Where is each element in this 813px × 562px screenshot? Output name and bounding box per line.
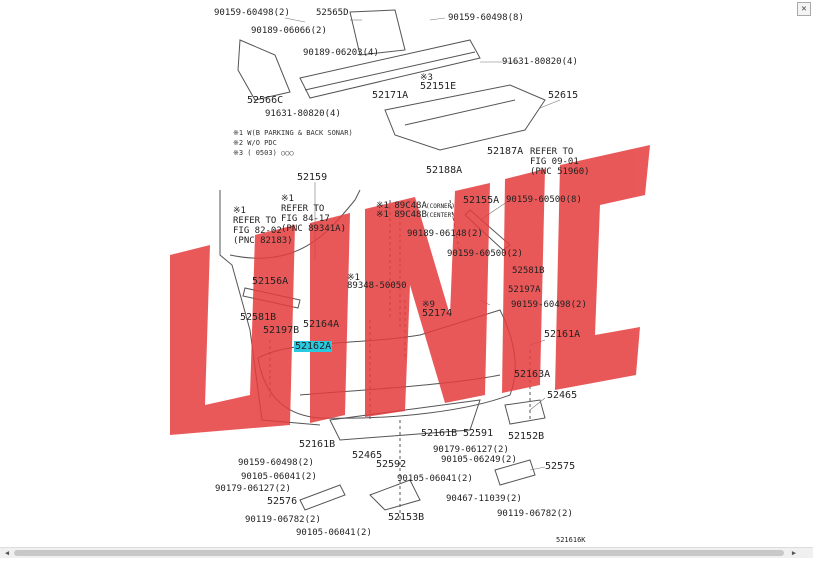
reference-line: FIG 84-17 <box>281 214 330 224</box>
reference-note: REFER TO FIG 09-01 (PNC 51960) <box>530 147 590 177</box>
reference-note: ※1 REFER TO FIG 84-17 (PNC 89341A) <box>281 194 346 234</box>
part-label[interactable]: 52163A <box>514 369 551 380</box>
part-label[interactable]: 90119-06782(2) <box>497 509 573 519</box>
part-label[interactable]: 52164A <box>303 319 340 330</box>
part-label[interactable]: 52565D <box>316 8 349 18</box>
part-label[interactable]: 52581B <box>240 312 277 323</box>
part-label[interactable]: ※1 89C48A <box>376 201 427 211</box>
reference-line: REFER TO <box>281 204 325 214</box>
part-label[interactable]: 52566C <box>247 95 284 106</box>
part-label[interactable]: 90105-06041(2) <box>397 474 473 484</box>
part-label[interactable]: 90189-06066(2) <box>251 26 327 36</box>
reference-line: ※1 <box>233 206 246 216</box>
part-label[interactable]: 89348-50050 <box>347 281 407 291</box>
note-marker: ※9 <box>422 300 435 310</box>
footnote: ※3 ( 0503) ○○○ <box>233 149 294 157</box>
part-label[interactable]: 90159-60498(8) <box>448 13 524 23</box>
part-label[interactable]: 90467-11039(2) <box>446 494 522 504</box>
part-label[interactable]: 52155A <box>463 195 500 206</box>
part-label[interactable]: 52581B <box>512 266 545 276</box>
part-label[interactable]: ※1 89C48B <box>376 210 427 220</box>
part-label[interactable]: 90189-06203(4) <box>303 48 379 58</box>
part-label[interactable]: 52151E <box>420 81 457 92</box>
arrow-right-icon[interactable]: ▶ <box>791 549 797 557</box>
part-label[interactable]: 90105-06249(2) <box>441 455 517 465</box>
part-label[interactable]: 52188A <box>426 165 463 176</box>
reference-note: ※1 REFER TO FIG 82-02 (PNC 82183) <box>233 206 293 246</box>
figure-code: 521616K <box>556 536 586 544</box>
part-label[interactable]: 90119-06782(2) <box>245 515 321 525</box>
part-label[interactable]: 52591 <box>463 428 494 439</box>
note-marker: ※3 <box>420 73 433 83</box>
part-label[interactable]: 90179-06127(2) <box>433 445 509 455</box>
reference-line: ※1 <box>281 194 294 204</box>
scrollbar-thumb[interactable] <box>14 550 784 556</box>
part-label[interactable]: 52156A <box>252 276 289 287</box>
reference-line: REFER TO <box>233 216 277 226</box>
part-label[interactable]: 90159-60498(2) <box>214 8 290 18</box>
part-label[interactable]: 52576 <box>267 496 298 507</box>
reference-line: (PNC 82183) <box>233 236 293 246</box>
part-label[interactable]: 90105-06041(2) <box>296 528 372 538</box>
part-label[interactable]: 52171A <box>372 90 409 101</box>
part-note: (CENTER) <box>426 212 455 219</box>
part-label[interactable]: 52615 <box>548 90 579 101</box>
part-label[interactable]: 91631-80820(4) <box>265 109 341 119</box>
part-label[interactable]: 52152B <box>508 431 545 442</box>
part-label[interactable]: 52575 <box>545 461 576 472</box>
horizontal-scrollbar[interactable]: ◀ ▶ <box>0 547 813 558</box>
part-label[interactable]: 52159 <box>297 172 328 183</box>
part-label[interactable]: 52592 <box>376 459 407 470</box>
reference-line: (PNC 89341A) <box>281 224 347 234</box>
part-note: (CORNER) <box>426 203 455 210</box>
part-label[interactable]: 90159-60500(8) <box>506 195 582 205</box>
footnote: ※2 W/O PDC <box>233 139 277 147</box>
part-label[interactable]: 52161B <box>421 428 458 439</box>
part-label[interactable]: 52197B <box>263 325 300 336</box>
footnotes: ※1 W(B PARKING & BACK SONAR) ※2 W/O PDC … <box>233 128 353 158</box>
part-label-highlighted[interactable]: 52162A <box>294 341 333 352</box>
close-icon[interactable]: ✕ <box>797 2 811 16</box>
reference-line: FIG 09-01 <box>530 157 579 167</box>
note-marker: ※1 <box>347 273 360 283</box>
part-label[interactable]: 52161B <box>299 439 336 450</box>
reference-line: REFER TO <box>530 147 574 157</box>
arrow-left-icon[interactable]: ◀ <box>4 549 10 557</box>
reference-line: (PNC 51960) <box>530 167 590 177</box>
part-label[interactable]: 90179-06127(2) <box>215 484 291 494</box>
footnote: ※1 W(B PARKING & BACK SONAR) <box>233 129 353 137</box>
highlighted-part-number[interactable]: 52162A <box>294 341 333 352</box>
part-label[interactable]: 52153B <box>388 512 425 523</box>
part-label[interactable]: 52187A <box>487 146 524 157</box>
part-label[interactable]: 90105-06041(2) <box>241 472 317 482</box>
part-label[interactable]: 90159-60498(2) <box>238 458 314 468</box>
part-label[interactable]: 90189-06148(2) <box>407 229 483 239</box>
part-label[interactable]: 52465 <box>547 390 578 401</box>
part-label[interactable]: 91631-80820(4) <box>502 57 578 67</box>
part-label[interactable]: 52161A <box>544 329 581 340</box>
part-label[interactable]: 52197A <box>508 285 541 295</box>
reference-line: FIG 82-02 <box>233 226 282 236</box>
part-label[interactable]: 52465 <box>352 450 383 461</box>
part-label[interactable]: 52174 <box>422 308 453 319</box>
part-label[interactable]: 90159-60500(2) <box>447 249 523 259</box>
part-label[interactable]: 90159-60498(2) <box>511 300 587 310</box>
